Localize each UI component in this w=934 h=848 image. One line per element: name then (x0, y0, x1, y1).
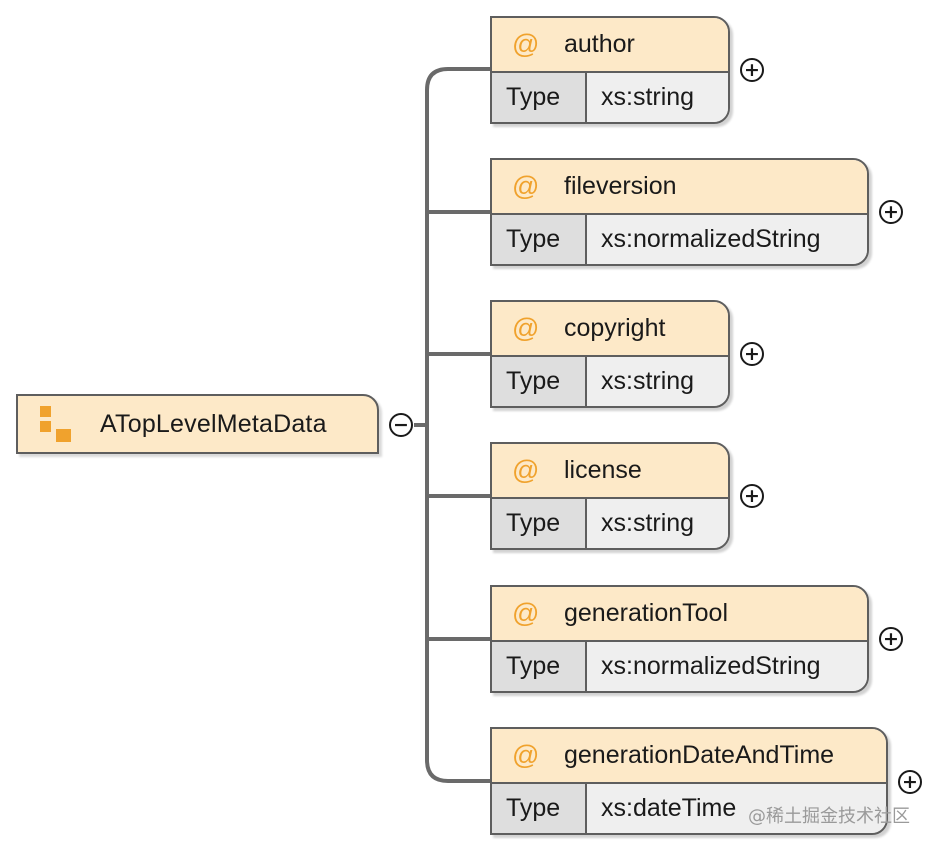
expand-icon[interactable]: + (879, 200, 903, 224)
type-value: xs:dateTime (587, 784, 886, 833)
attribute-icon: @ (512, 740, 540, 770)
attribute-icon: @ (512, 29, 540, 59)
type-label: Type (492, 642, 587, 691)
root-element-node[interactable]: ATopLevelMetaData (16, 394, 379, 454)
attribute-node-license[interactable]: @ license Type xs:string (490, 442, 730, 550)
expand-icon[interactable]: + (740, 58, 764, 82)
type-value: xs:normalizedString (587, 215, 867, 264)
attribute-name: copyright (564, 314, 666, 342)
attribute-name: fileversion (564, 172, 677, 200)
attribute-name: generationDateAndTime (564, 741, 835, 769)
type-label: Type (492, 73, 587, 122)
element-icon (40, 406, 78, 442)
attribute-node-fileversion[interactable]: @ fileversion Type xs:normalizedString (490, 158, 869, 266)
type-value: xs:string (587, 73, 728, 122)
attribute-icon: @ (512, 171, 540, 201)
collapse-icon[interactable]: − (389, 413, 413, 437)
type-value: xs:string (587, 357, 728, 406)
attribute-node-author[interactable]: @ author Type xs:string (490, 16, 730, 124)
attribute-node-generationdateandtime[interactable]: @ generationDateAndTime Type xs:dateTime (490, 727, 888, 835)
attribute-node-copyright[interactable]: @ copyright Type xs:string (490, 300, 730, 408)
type-label: Type (492, 784, 587, 833)
expand-icon[interactable]: + (898, 770, 922, 794)
watermark: @稀土掘金技术社区 (748, 806, 910, 827)
attribute-name: generationTool (564, 599, 729, 627)
root-element-name: ATopLevelMetaData (100, 409, 327, 438)
expand-icon[interactable]: + (740, 484, 764, 508)
type-label: Type (492, 215, 587, 264)
attribute-name: license (564, 456, 642, 484)
attribute-icon: @ (512, 598, 540, 628)
type-value: xs:string (587, 499, 728, 548)
type-value: xs:normalizedString (587, 642, 867, 691)
expand-icon[interactable]: + (740, 342, 764, 366)
type-label: Type (492, 499, 587, 548)
type-label: Type (492, 357, 587, 406)
attribute-icon: @ (512, 313, 540, 343)
attribute-node-generationtool[interactable]: @ generationTool Type xs:normalizedStrin… (490, 585, 869, 693)
expand-icon[interactable]: + (879, 627, 903, 651)
attribute-icon: @ (512, 455, 540, 485)
attribute-name: author (564, 30, 635, 58)
